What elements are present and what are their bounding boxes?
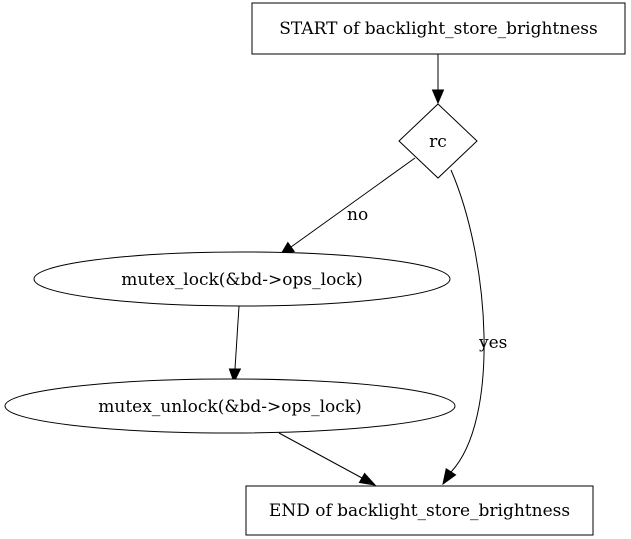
edge-unlock-to-end (278, 432, 377, 486)
edge-start-to-rc (431, 54, 445, 105)
node-mutex-unlock: mutex_unlock(&bd->ops_lock) (4, 378, 456, 434)
node-mutex-lock: mutex_lock(&bd->ops_lock) (33, 251, 451, 307)
arrowhead (358, 472, 377, 486)
edge-label-no: no (347, 205, 368, 225)
node-rc-label: rc (429, 132, 447, 152)
node-start-label: START of backlight_store_brightness (279, 19, 597, 39)
edge-rc-to-lock: no (279, 157, 416, 256)
arrowhead (228, 368, 242, 384)
edge-label-yes: yes (478, 333, 507, 353)
node-mutex-lock-label: mutex_lock(&bd->ops_lock) (121, 270, 363, 290)
arrowhead (431, 89, 445, 105)
edge-lock-to-unlock (228, 305, 242, 384)
node-rc-decision: rc (398, 103, 478, 179)
arrowhead (442, 467, 457, 486)
node-end-label: END of backlight_store_brightness (269, 501, 570, 521)
edge-rc-to-end: yes (442, 169, 507, 486)
node-end: END of backlight_store_brightness (245, 485, 594, 536)
node-mutex-unlock-label: mutex_unlock(&bd->ops_lock) (98, 397, 361, 417)
node-start: START of backlight_store_brightness (251, 2, 626, 55)
